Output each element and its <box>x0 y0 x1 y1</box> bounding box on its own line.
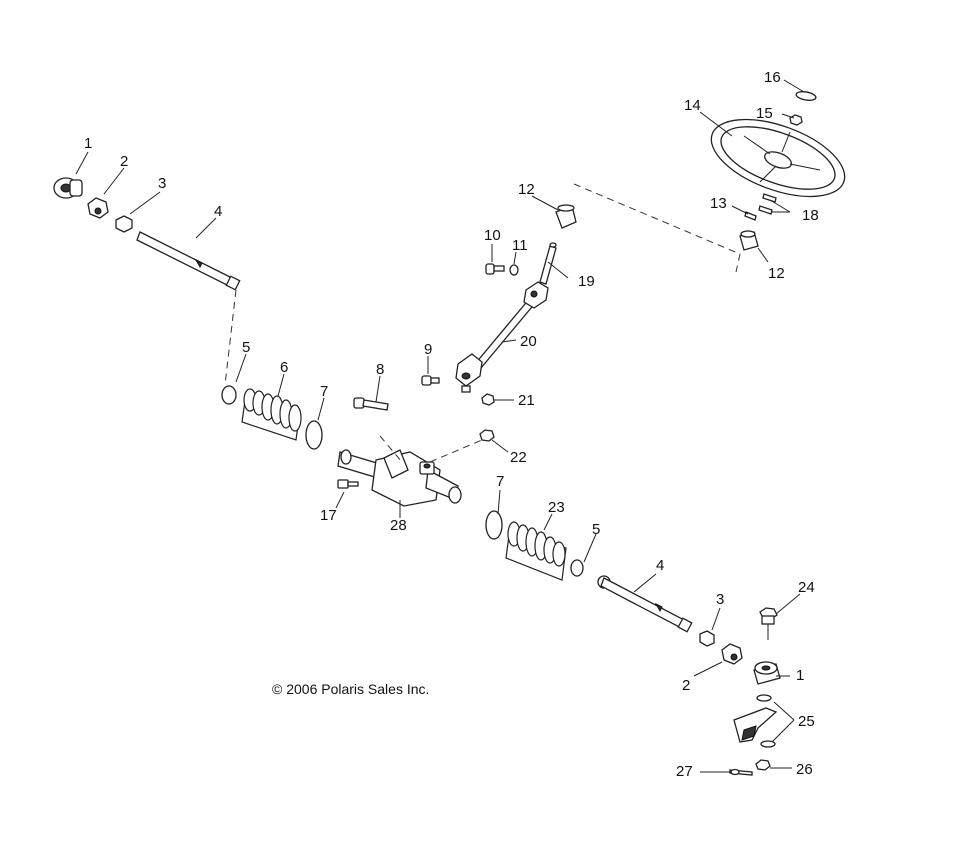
callout-5-left: 5 <box>242 339 250 356</box>
bushing-upper <box>555 204 577 229</box>
castle-nut <box>759 607 778 640</box>
callout-14: 14 <box>684 97 701 114</box>
callout-21: 21 <box>518 392 535 409</box>
center-cap <box>795 91 817 101</box>
clamp-large-left <box>305 420 323 450</box>
clamp-small-right <box>570 559 584 577</box>
washer <box>509 264 519 276</box>
callout-1-right: 1 <box>796 667 804 684</box>
leader-lines <box>75 79 805 773</box>
copyright-notice: © 2006 Polaris Sales Inc. <box>272 681 429 697</box>
callout-4-left: 4 <box>214 203 222 220</box>
callout-19: 19 <box>578 273 595 290</box>
callout-28: 28 <box>390 517 407 534</box>
jam-nut-right <box>721 643 743 665</box>
nut-22 <box>479 429 495 442</box>
nut-21 <box>481 393 495 406</box>
jam-nut-left <box>87 197 109 219</box>
tie-rod-end-right <box>753 661 781 685</box>
clamp-small-left <box>221 385 237 405</box>
callout-8: 8 <box>376 361 384 378</box>
screws-18 <box>758 193 777 215</box>
callout-27: 27 <box>676 763 693 780</box>
callout-22: 22 <box>510 449 527 466</box>
mount-bolt-long <box>353 397 389 411</box>
callout-15: 15 <box>756 105 773 122</box>
callout-23: 23 <box>548 499 565 516</box>
callout-7-left: 7 <box>320 383 328 400</box>
steering-wheel-nut <box>789 114 803 126</box>
spacer-left <box>115 215 133 233</box>
callout-1-left: 1 <box>84 135 92 152</box>
rack-bolt <box>337 479 359 489</box>
callout-11: 11 <box>512 237 528 254</box>
steering-boot-right <box>505 521 567 581</box>
callout-3-right: 3 <box>716 591 724 608</box>
inner-tie-rod-right <box>597 575 693 633</box>
steering-arm-bracket <box>733 694 778 748</box>
callout-25: 25 <box>798 713 815 730</box>
callout-labels: 1 2 3 4 5 6 7 8 9 10 11 12 12 13 14 15 1… <box>84 69 819 780</box>
universal-joint-upper <box>523 242 557 309</box>
callout-13: 13 <box>710 195 727 212</box>
inner-tie-rod-left <box>136 231 241 291</box>
callout-26: 26 <box>796 761 813 778</box>
steering-rack-assembly <box>337 449 462 507</box>
callout-7-right: 7 <box>496 473 504 490</box>
callout-3-left: 3 <box>158 175 166 192</box>
steering-boot-left <box>241 388 302 441</box>
cotter-pin <box>729 768 753 776</box>
tie-rod-end-left <box>53 177 83 199</box>
mount-bolt-short <box>421 375 440 386</box>
callout-20: 20 <box>520 333 537 350</box>
callout-5-right: 5 <box>592 521 600 538</box>
pinch-bolt-upper <box>485 263 505 275</box>
callout-17: 17 <box>320 507 337 524</box>
spacer-right <box>699 630 715 647</box>
clamp-large-right <box>485 510 503 540</box>
callout-16: 16 <box>764 69 781 86</box>
lock-nut <box>755 759 771 771</box>
callout-9: 9 <box>424 341 432 358</box>
callout-6: 6 <box>280 359 288 376</box>
callout-24: 24 <box>798 579 815 596</box>
callout-12-upper: 12 <box>518 181 535 198</box>
callout-18: 18 <box>802 207 819 224</box>
callout-12-lower: 12 <box>768 265 785 282</box>
steering-wheel <box>710 118 846 198</box>
callout-2-left: 2 <box>120 153 128 170</box>
callout-2-right: 2 <box>682 677 690 694</box>
callout-4-right: 4 <box>656 557 664 574</box>
callout-10: 10 <box>484 227 501 244</box>
bushing-lower <box>739 230 759 251</box>
